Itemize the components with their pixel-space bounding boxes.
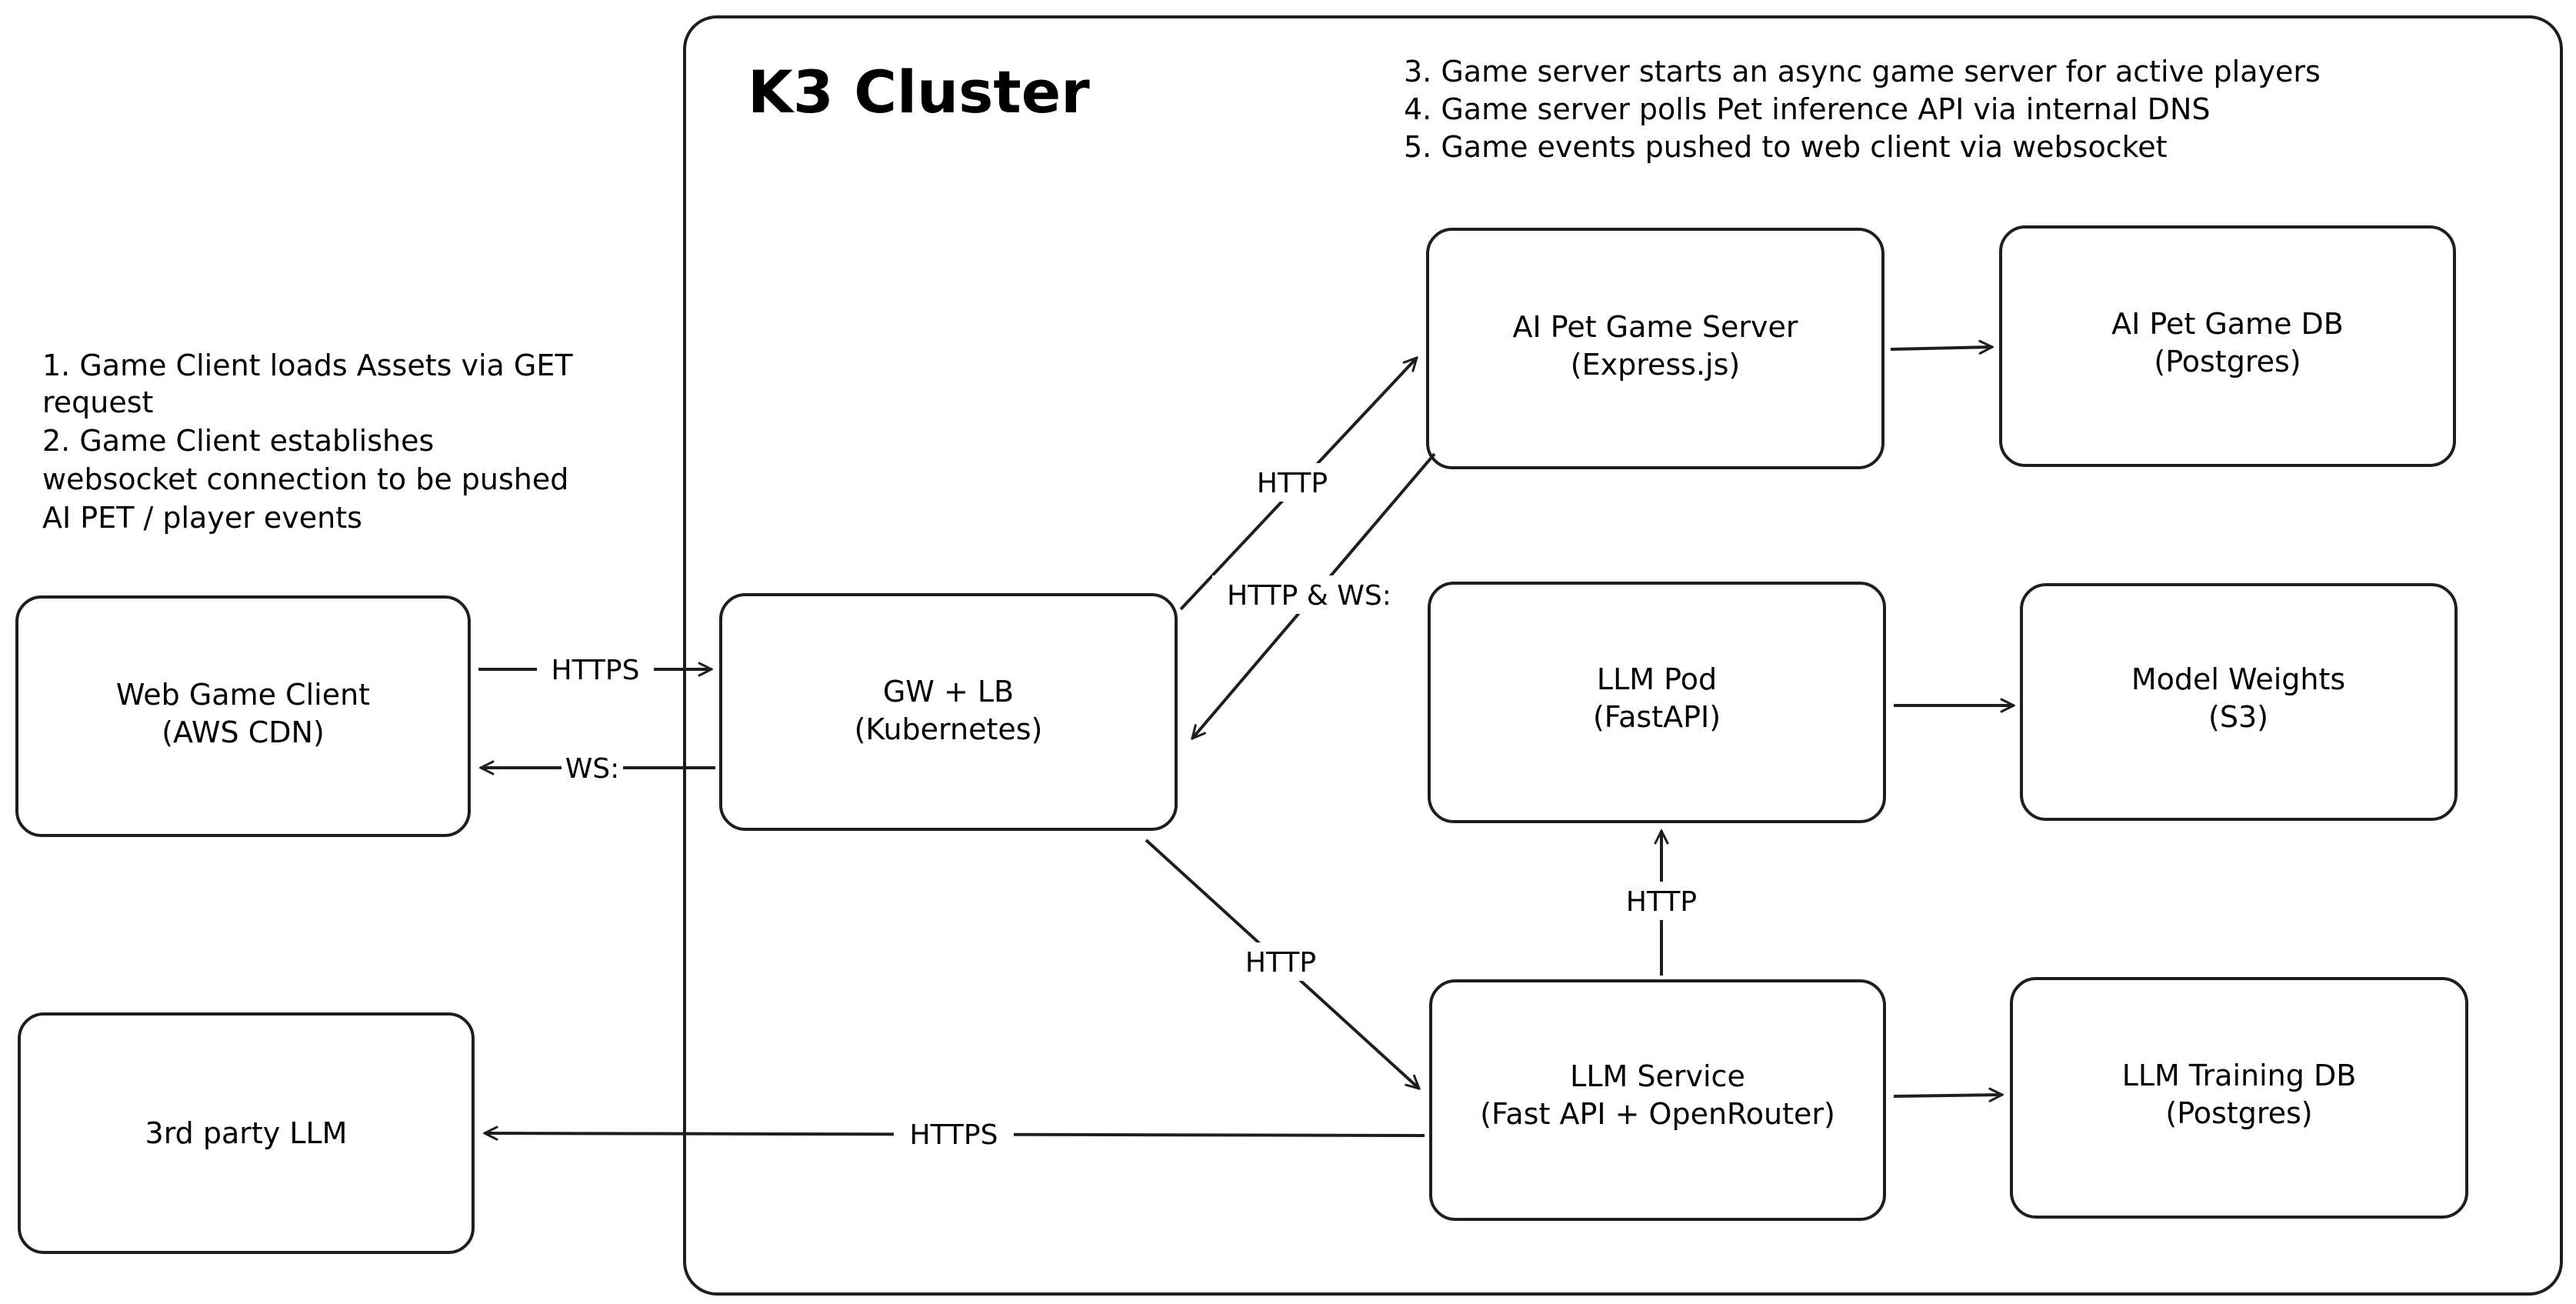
- k3-cluster: K3 Cluster: [683, 15, 2563, 1296]
- node-title: LLM Pod: [1597, 662, 1717, 696]
- edge-client-to-gateway: HTTPS: [478, 652, 711, 686]
- note-line: websocket connection to be pushed: [42, 462, 568, 496]
- server-steps-note: 3. Game server starts an async game serv…: [1404, 55, 2321, 164]
- label-bg: [894, 1117, 1014, 1152]
- note-line: 1. Game Client loads Assets via GET: [42, 349, 573, 382]
- edge-game-server-to-db: [1890, 347, 1992, 349]
- node-box: [2020, 583, 2458, 821]
- edge-label: HTTP: [1257, 468, 1328, 499]
- label-bg: [1609, 882, 1714, 920]
- edge-gateway-to-game-server: HTTP: [1179, 358, 1417, 611]
- arrow-line: [1893, 1095, 2002, 1096]
- node-subtitle: (FastAPI): [1593, 700, 1721, 734]
- node-box: [1429, 979, 1886, 1221]
- edge-label: HTTP: [1626, 886, 1697, 918]
- label-bg: [1212, 575, 1406, 614]
- note-line: 4. Game server polls Pet inference API v…: [1404, 92, 2211, 126]
- node-title: AI Pet Game Server: [1512, 310, 1798, 344]
- node-subtitle: (Fast API + OpenRouter): [1480, 1097, 1835, 1131]
- node-subtitle: (Kubernetes): [855, 712, 1043, 746]
- arrow-line: [1890, 347, 1992, 349]
- node-subtitle: (Postgres): [2154, 345, 2301, 379]
- edge-gateway-to-llm-service: HTTP: [1145, 839, 1419, 1089]
- label-bg: [537, 652, 654, 686]
- node-box: [15, 595, 471, 837]
- third-party-llm-node[interactable]: 3rd party LLM: [18, 1012, 475, 1254]
- note-line: 2. Game Client establishes: [42, 424, 434, 458]
- model-weights-node[interactable]: Model Weights (S3): [2020, 583, 2458, 821]
- game-db-node[interactable]: AI Pet Game DB (Postgres): [1999, 225, 2456, 467]
- node-title: Model Weights: [2131, 662, 2345, 696]
- note-line: 5. Game events pushed to web client via …: [1404, 130, 2168, 164]
- edge-label: HTTP & WS:: [1227, 580, 1391, 612]
- gateway-node[interactable]: GW + LB (Kubernetes): [719, 593, 1178, 831]
- note-line: 3. Game server starts an async game serv…: [1404, 55, 2321, 88]
- node-title: Web Game Client: [116, 678, 370, 712]
- node-box: [2010, 977, 2468, 1219]
- label-bg: [562, 751, 623, 785]
- game-server-node[interactable]: AI Pet Game Server (Express.js): [1426, 228, 1885, 469]
- edge-llm-service-to-training-db: [1893, 1095, 2002, 1096]
- node-title: LLM Training DB: [2122, 1059, 2357, 1092]
- cluster-border: [683, 15, 2563, 1296]
- edge-game-server-to-gateway: HTTP & WS:: [1192, 452, 1436, 739]
- node-box: [719, 593, 1178, 831]
- node-box: [1428, 582, 1886, 823]
- node-box: [18, 1012, 475, 1254]
- node-box: [1426, 228, 1885, 469]
- edge-label: HTTPS: [552, 655, 640, 686]
- edge-label: HTTP: [1245, 947, 1316, 979]
- node-title: LLM Service: [1570, 1059, 1745, 1093]
- node-box: [1999, 225, 2456, 467]
- training-db-node[interactable]: LLM Training DB (Postgres): [2010, 977, 2468, 1219]
- note-line: request: [42, 385, 153, 419]
- node-subtitle: (AWS CDN): [162, 715, 325, 749]
- node-subtitle: (S3): [2208, 700, 2268, 734]
- node-title: 3rd party LLM: [145, 1116, 348, 1150]
- client-steps-note: 1. Game Client loads Assets via GET requ…: [42, 349, 573, 535]
- label-bg: [1242, 463, 1342, 502]
- llm-pod-node[interactable]: LLM Pod (FastAPI): [1428, 582, 1886, 823]
- edge-llm-service-to-pod: HTTP: [1609, 831, 1714, 975]
- note-line: AI PET / player events: [42, 501, 362, 535]
- label-bg: [1231, 942, 1331, 981]
- node-subtitle: (Postgres): [2165, 1096, 2312, 1130]
- web-game-client-node[interactable]: Web Game Client (AWS CDN): [15, 595, 471, 837]
- edge-label: WS:: [565, 753, 620, 785]
- llm-service-node[interactable]: LLM Service (Fast API + OpenRouter): [1429, 979, 1886, 1221]
- node-title: GW + LB: [883, 675, 1014, 709]
- edge-label: HTTPS: [910, 1119, 998, 1151]
- edge-llm-service-to-third-party: HTTPS: [485, 1117, 1425, 1152]
- node-title: AI Pet Game DB: [2111, 307, 2344, 341]
- cluster-title: K3 Cluster: [748, 58, 1090, 126]
- edge-gateway-to-client: WS:: [481, 751, 715, 785]
- node-subtitle: (Express.js): [1571, 348, 1740, 382]
